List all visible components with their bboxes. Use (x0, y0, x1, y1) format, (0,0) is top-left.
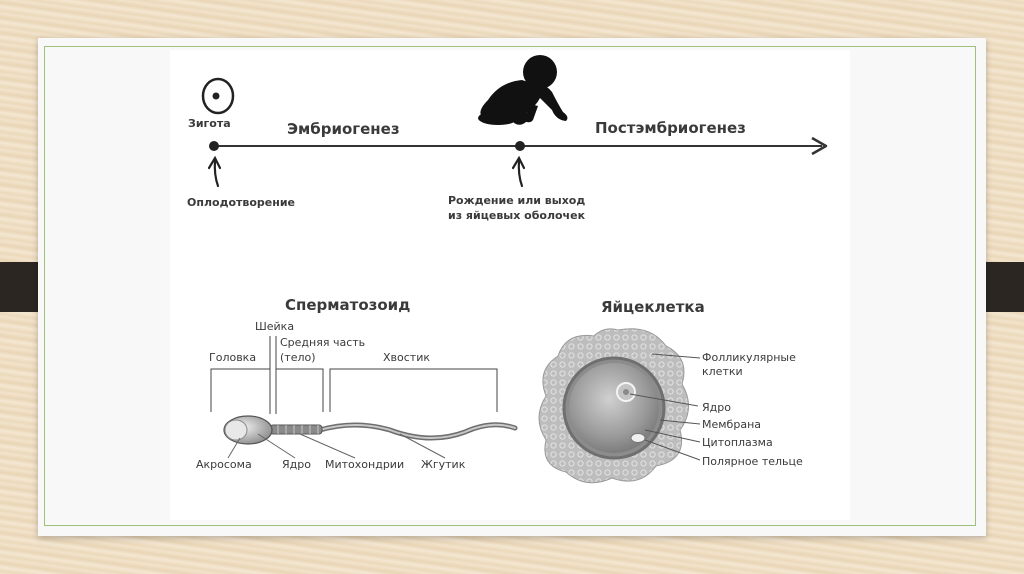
sperm-acrosome-shape (224, 419, 248, 441)
sperm-flagellum-label: Жгутик (421, 458, 466, 471)
sperm-mitochondria-label: Митохондрии (325, 458, 404, 471)
baby-silhouette-icon (478, 55, 568, 125)
sperm-tail-shape (317, 422, 518, 441)
birth-arrow-icon (511, 155, 526, 188)
postembryogenesis-label: Постэмбриогенез (595, 119, 746, 137)
sperm-nucleus-label: Ядро (282, 458, 311, 471)
zygote-nucleus-icon (212, 92, 220, 100)
egg-polar-body-label: Полярное тельце (702, 455, 803, 468)
egg-membrane-label: Мембрана (702, 418, 761, 431)
egg-title: Яйцеклетка (601, 298, 705, 316)
sperm-head-label: Головка (209, 351, 256, 364)
birth-label-line1: Рождение или выход (448, 194, 585, 207)
sperm-title: Сперматозоид (285, 296, 410, 314)
fertilization-arrow-icon (207, 155, 222, 188)
egg-follicular-label-line1: Фолликулярные (702, 351, 796, 364)
sperm-midpiece-label-line2: (тело) (280, 351, 316, 364)
embryogenesis-label: Эмбриогенез (287, 120, 400, 138)
egg-cytoplasm-label: Цитоплазма (702, 436, 773, 449)
zygote-icon (201, 77, 235, 115)
zygote-label: Зигота (188, 117, 231, 130)
sperm-diagram: Сперматозоид Шейка Средняя часть (тело) … (196, 296, 518, 471)
slide-frame (44, 46, 976, 526)
sperm-pointer-lines (227, 433, 446, 459)
egg-follicular-label-line2: клетки (702, 365, 743, 378)
egg-polar-body-shape (630, 433, 646, 443)
egg-diagram: Яйцеклетка Фолликулярные клетки Ядро Мем… (538, 298, 803, 484)
sperm-acrosome-label: Акросома (196, 458, 252, 471)
birth-label-line2: из яйцевых оболочек (448, 209, 586, 222)
sperm-brackets (210, 336, 498, 414)
fertilization-label: Оплодотворение (187, 196, 295, 209)
egg-nucleus-label: Ядро (702, 401, 731, 414)
sperm-midpiece-label-line1: Средняя часть (280, 336, 365, 349)
sperm-neck-label: Шейка (255, 320, 294, 333)
timeline: Зигота Эмбриогенез Постэмбриогенез Оплод… (187, 55, 828, 222)
egg-pointer-lines (629, 353, 701, 461)
fertilization-marker (209, 141, 219, 151)
egg-cytoplasm-shape (569, 363, 659, 453)
timeline-arrowhead (811, 136, 828, 156)
sperm-tail-label: Хвостик (383, 351, 430, 364)
birth-marker (515, 141, 525, 151)
diagram-panel (170, 50, 850, 520)
